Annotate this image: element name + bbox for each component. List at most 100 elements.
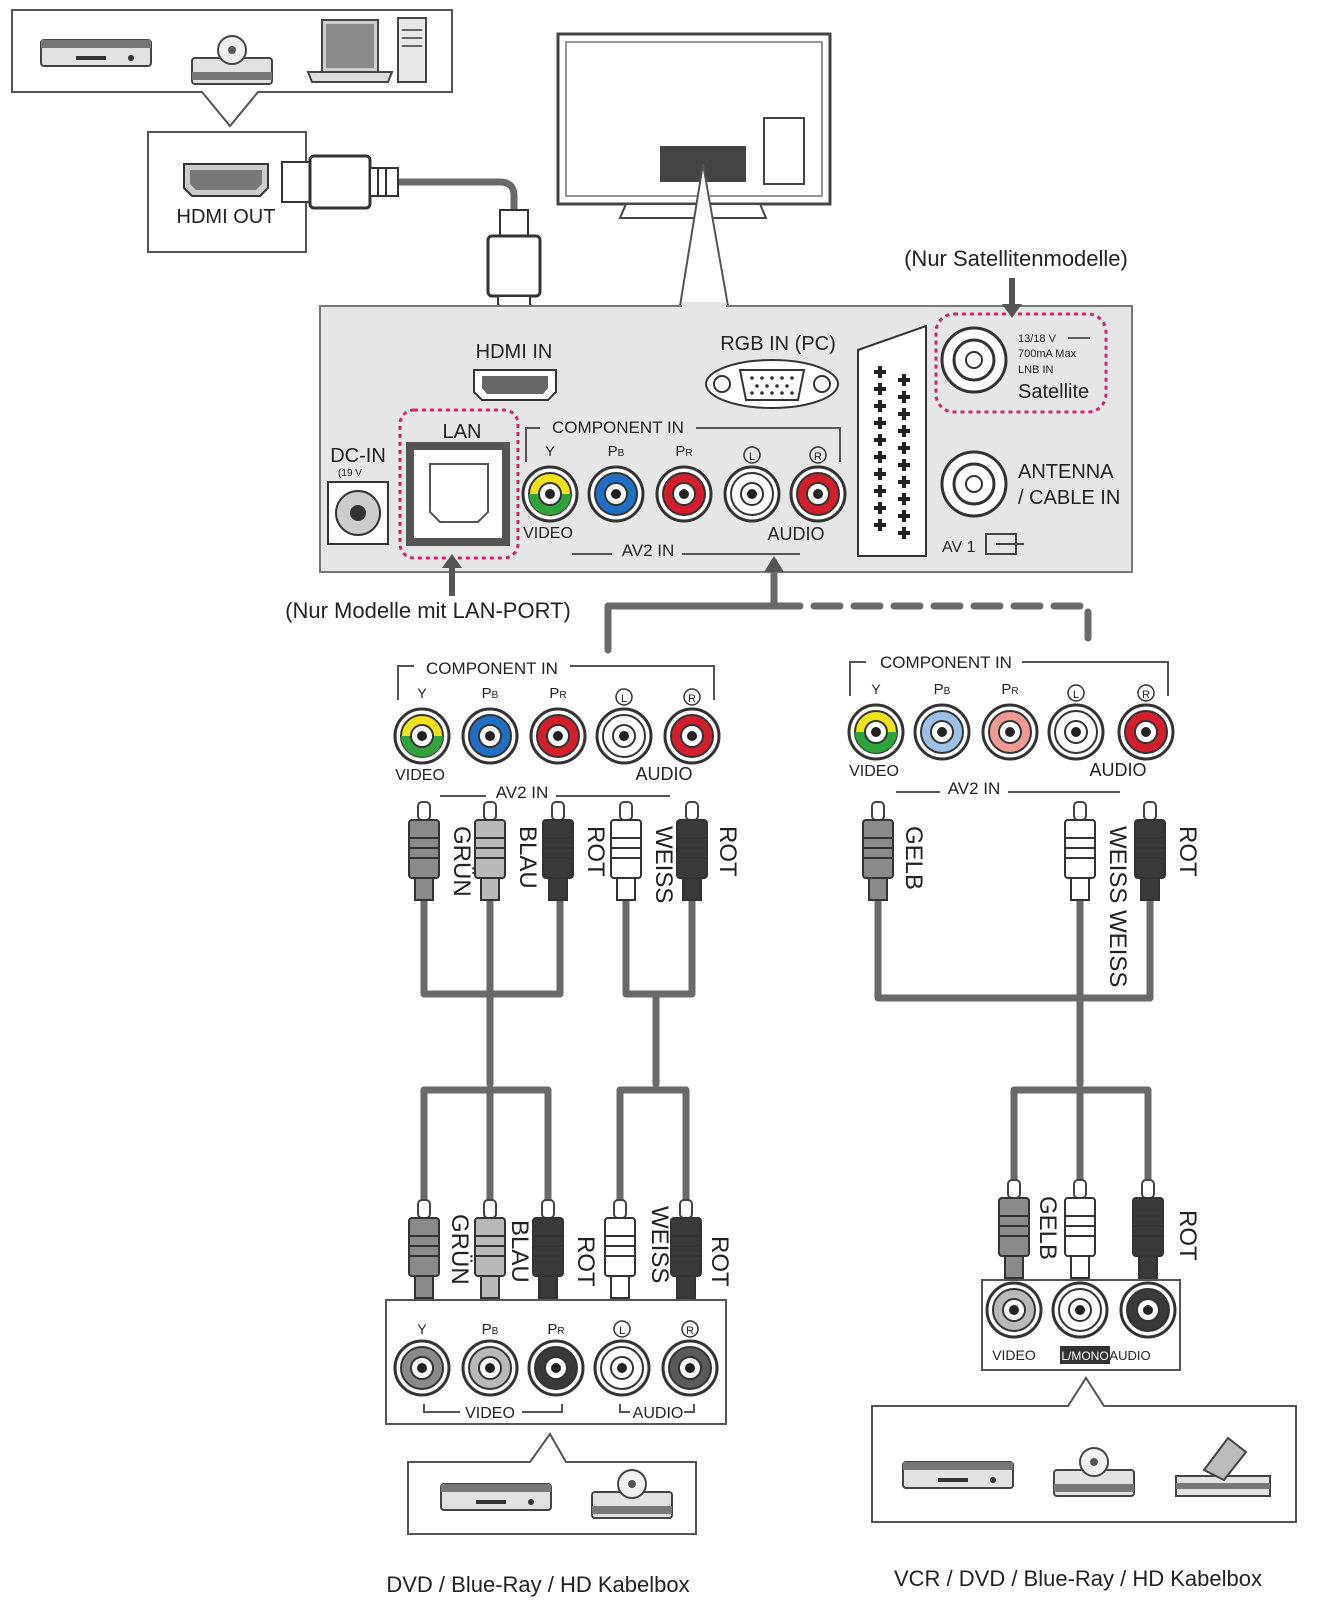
right-src-audio-label: AUDIO (1109, 1348, 1150, 1363)
tv-l-label: L (743, 446, 761, 464)
tv-pb-label: PB (608, 443, 625, 460)
scart-pin (878, 519, 882, 531)
right-bottom-cable-label-1: ROT (1174, 1210, 1201, 1261)
left-r-label: R (683, 688, 701, 706)
right-src-jack-1 (1051, 1281, 1109, 1339)
svg-text:R: R (688, 693, 696, 705)
svg-text:L: L (619, 1325, 625, 1337)
lan-label: LAN (443, 421, 482, 443)
satellite-port-group: 13/18 V 700mA Max LNB IN Satellite (934, 312, 1108, 414)
right-cable-trunk (874, 896, 1154, 1224)
right-top-cable-label-1: WEISS WEISS (1104, 826, 1131, 987)
pc-tower-icon (397, 17, 427, 83)
left-av2-in-label: AV2 IN (496, 783, 549, 802)
tv-to-panels-cable (604, 556, 1092, 654)
svg-text:L: L (1073, 689, 1079, 701)
dc-in-port (327, 481, 389, 545)
tv-icon (556, 32, 832, 307)
lan-port-group: LAN (398, 408, 520, 560)
left-bottom-cable-label-1: BLAU (506, 1220, 533, 1283)
left-src-l-label: L (613, 1320, 631, 1338)
scart-arrow-icon (985, 533, 1024, 555)
left-jack-y (393, 707, 451, 765)
scart-pin (878, 451, 882, 463)
left-jack-pr (529, 707, 587, 765)
scart-pin (902, 527, 906, 539)
left-top-plug-3 (610, 801, 642, 901)
scart-pin (902, 442, 906, 454)
tv-video-label: VIDEO (523, 525, 573, 542)
scart-av1-port (857, 324, 927, 557)
av1-label: AV 1 (942, 539, 976, 556)
right-video-label: VIDEO (849, 763, 899, 780)
hdmi-source-devices (11, 9, 453, 128)
left-y-label: Y (417, 685, 427, 701)
left-top-cable-label-4: ROT (714, 826, 741, 877)
scart-pin (878, 434, 882, 446)
right-top-cable-label-2: ROT (1174, 826, 1201, 877)
right-component-in-label: COMPONENT IN (880, 653, 1012, 672)
rgb-in-label: RGB IN (PC) (720, 333, 836, 355)
left-bottom-plug-3 (604, 1199, 636, 1299)
right-source-caption: VCR / DVD / Blue-Ray / HD Kabelbox (894, 1566, 1262, 1591)
scart-pin (878, 502, 882, 514)
left-src-jack-2 (527, 1339, 585, 1397)
left-pr-label: PR (549, 685, 566, 702)
tv-jack-y (521, 465, 579, 523)
lan-note: (Nur Modelle mit LAN-PORT) (285, 598, 571, 623)
tv-jack-pb (587, 465, 645, 523)
dc-voltage-label: (19 V (338, 468, 362, 479)
tv-component-in-label: COMPONENT IN (552, 418, 684, 437)
left-src-jack-0 (393, 1339, 451, 1397)
left-bottom-plug-2 (532, 1199, 564, 1299)
left-src-jack-4 (661, 1339, 719, 1397)
right-bottom-plug-0 (998, 1179, 1030, 1279)
left-bottom-plug-1 (474, 1199, 506, 1299)
left-bottom-cable-label-2: ROT (572, 1236, 599, 1287)
left-bottom-cable-label-0: GRÜN (446, 1214, 473, 1285)
left-source-caption: DVD / Blue-Ray / HD Kabelbox (386, 1572, 689, 1597)
right-jack-y (847, 703, 905, 761)
left-jack-pb (461, 707, 519, 765)
left-top-plug-0 (408, 801, 440, 901)
left-bottom-plug-0 (408, 1199, 440, 1299)
laptop-icon (306, 19, 394, 83)
right-top-plug-0 (862, 801, 894, 901)
left-jack-r (663, 707, 721, 765)
right-jack-pb (913, 703, 971, 761)
right-top-cable-label-0: GELB (900, 826, 927, 890)
tv-jack-l (723, 465, 781, 523)
left-dvd-player-icon (440, 1483, 552, 1511)
right-top-plug-1 (1064, 801, 1096, 901)
scart-pin (902, 391, 906, 403)
satellite-note: (Nur Satellitenmodelle) (904, 246, 1128, 271)
scart-pin (902, 459, 906, 471)
left-top-cable-label-0: GRÜN (448, 826, 475, 897)
dc-in-label: DC-IN (330, 445, 386, 467)
right-bottom-cable-label-0: GELB (1034, 1196, 1061, 1260)
tv-back-panel: HDMI IN RGB IN (PC) (319, 246, 1133, 573)
hdmi-out-label: HDMI OUT (177, 206, 276, 228)
right-av2-in-label: AV2 IN (948, 779, 1001, 798)
left-source-devices (407, 1432, 697, 1535)
antenna-port (940, 450, 1008, 518)
left-top-plug-1 (474, 801, 506, 901)
svg-text:R: R (1142, 689, 1150, 701)
right-vcr-icon (902, 1461, 1014, 1489)
svg-text:R: R (686, 1325, 694, 1337)
tv-y-label: Y (545, 443, 555, 459)
left-src-video-label: VIDEO (465, 1405, 515, 1422)
svg-text:L: L (621, 693, 627, 705)
right-audio-label: AUDIO (1089, 760, 1146, 780)
left-src-audio-label: AUDIO (633, 1405, 684, 1422)
left-component-in-label: COMPONENT IN (426, 659, 558, 678)
scart-pin (902, 408, 906, 420)
dvd-player-icon (40, 39, 152, 67)
right-source-devices (871, 1376, 1297, 1523)
scart-pin (902, 425, 906, 437)
right-src-video-label: VIDEO (992, 1347, 1036, 1363)
rgb-in-port (705, 359, 839, 409)
